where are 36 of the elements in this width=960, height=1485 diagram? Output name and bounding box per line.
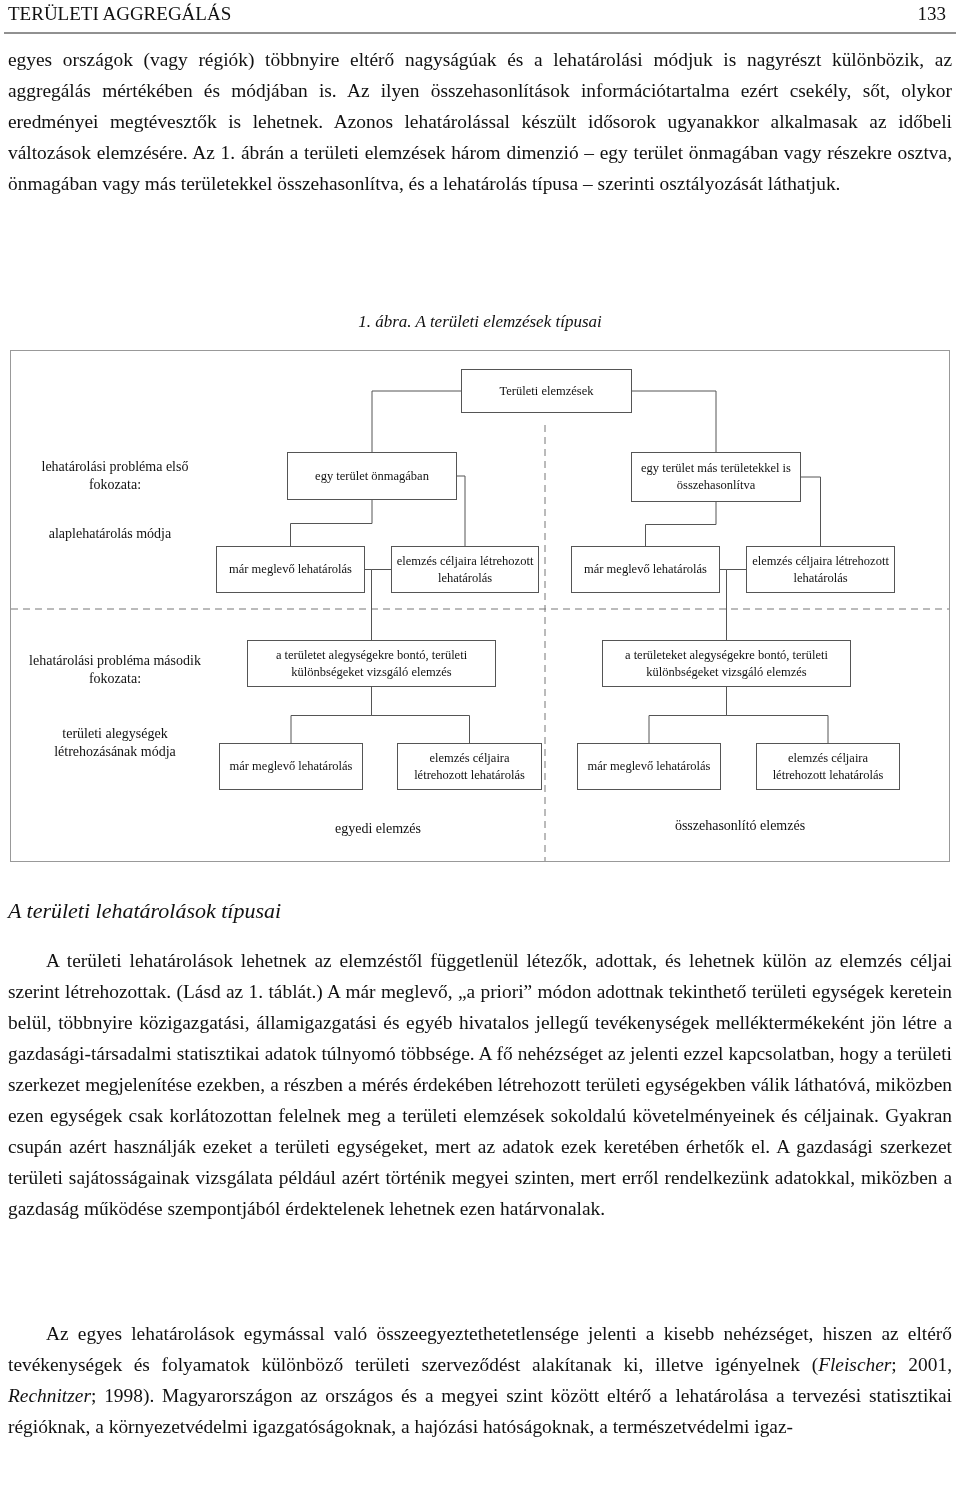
- connector-line: [371, 390, 462, 453]
- category-box: egy terület önmagában: [287, 452, 457, 500]
- category-box: a területeket alegységekre bontó, területi különbségeket vizsgáló elemzés: [602, 640, 851, 687]
- row-label: lehatárolási probléma első fokozata:: [40, 458, 190, 494]
- connector-line: [645, 501, 717, 547]
- column-label: összehasonlító elemzés: [673, 817, 807, 835]
- row-label: területi alegységek létrehozásának módja: [53, 725, 177, 761]
- category-box: elemzés céljaira létrehozott lehatárolás: [397, 743, 542, 790]
- running-header: TERÜLETI AGGREGÁLÁS: [8, 2, 232, 26]
- connector-line: [631, 390, 717, 453]
- page-number: 133: [917, 2, 946, 26]
- category-box: már meglevő lehatárolás: [219, 743, 363, 790]
- category-box: már meglevő lehatárolás: [577, 743, 721, 790]
- paragraph: Az egyes lehatárolások egymással való összeegyeztethetetlensége jelenti a kisebb nehézséget, hiszen az eltérő tevékenységek és folyamatok különböző területi szerveződést alakítanak ki, illetve igényelnek (Fleischer; 2001, Rechnitzer; 1998). Magyarországon az országos és a megyei szint között eltérő a lehatárolása a tervezési statisztikai régióknak, a környezetvédelmi igazgatóságoknak, a hajózási hatóságoknak, a természetvédelmi igaz-: [8, 1322, 952, 1439]
- connector-line: [290, 499, 373, 547]
- column-label: egyedi elemzés: [334, 820, 422, 838]
- connector-line: [726, 686, 829, 744]
- connector-line: [371, 686, 470, 744]
- category-box: elemzés céljaira létrehozott lehatárolás: [391, 546, 539, 593]
- category-box: a területet alegységekre bontó, területi különbségeket vizsgáló elemzés: [247, 640, 496, 687]
- category-box: elemzés céljaira létrehozott lehatárolás: [746, 546, 895, 593]
- category-box: már meglevő lehatárolás: [216, 546, 365, 593]
- row-label: lehatárolási probléma második fokozata:: [28, 652, 202, 688]
- paragraph: A területi lehatárolások lehetnek az elemzéstől függetlenül létezők, adottak, és lehetnek külön az elemzés céljai szerint létrehozottak. (Lásd az 1. táblát.) A már meglevő, „a priori” módon adottnak tekinthető területi egységek keretein belül, többnyire közigazgatási, államigazgatási és egyéb hivatalos jellegű tevékenységek melléktermékeként jön létre a gazdasági-társadalmi statisztikai adatok túlnyomó többsége. A fő nehézséget az jelenti ezzel kapcsolatban, hogy a területi szerkezet megjelenítése ezekben, a részben a mérés érdekében létrehozott területi egységekben válik láthatóvá, miközben ezen egységek csak korlátozottan felelnek meg a területi elemzések sokoldalú követelményeinek és céljainak. Gyakran csupán azért használják ezeket a területi egységeket, mert az adatok ezek keretében érhetők el. A gazdasági szerkezet területi sajátosságainak vizsgálata például azért történik megyei szinten, mert erről rendelkezünk adatokkal, miközben a gazdaság működése szempontjából érdektelenek lehetnek ezen határvonalak.: [8, 949, 952, 1221]
- row-label: alaplehatárolás módja: [47, 525, 173, 543]
- connector-line: [456, 475, 466, 547]
- category-box: elemzés céljaira létrehozott lehatárolás: [756, 743, 900, 790]
- connector-line: [800, 476, 821, 547]
- category-box: már meglevő lehatárolás: [571, 546, 720, 593]
- section-heading: A területi lehatárolások típusai: [8, 897, 282, 925]
- category-box: egy terület más területekkel is összehasonlítva: [631, 452, 801, 502]
- connector-line: [726, 569, 747, 641]
- category-box: Területi elemzések: [461, 369, 632, 413]
- paragraph: egyes országok (vagy régiók) többnyire eltérő nagyságúak és a lehatárolási módjuk is nagyrészt különbözik, az aggregálás mértékében és módjában is. Az ilyen összehasonlítások információtartalma ezért csekély, sőt, olykor eredményei megtévesztők is lehetnek. Azonos lehatárolással készült idősorok ugyanakkor alkalmasak az időbeli változások elemzésére. Az 1. ábrán a területi elemzések három dimenzió – egy terület önmagában vagy részekre osztva, önmagában vagy más területekkel összehasonlítva, és a lehatárolás típusa – szerinti osztályozását láthatjuk.: [8, 48, 952, 196]
- connector-line: [371, 569, 392, 641]
- figure-title: 1. ábra. A területi elemzések típusai: [358, 312, 602, 331]
